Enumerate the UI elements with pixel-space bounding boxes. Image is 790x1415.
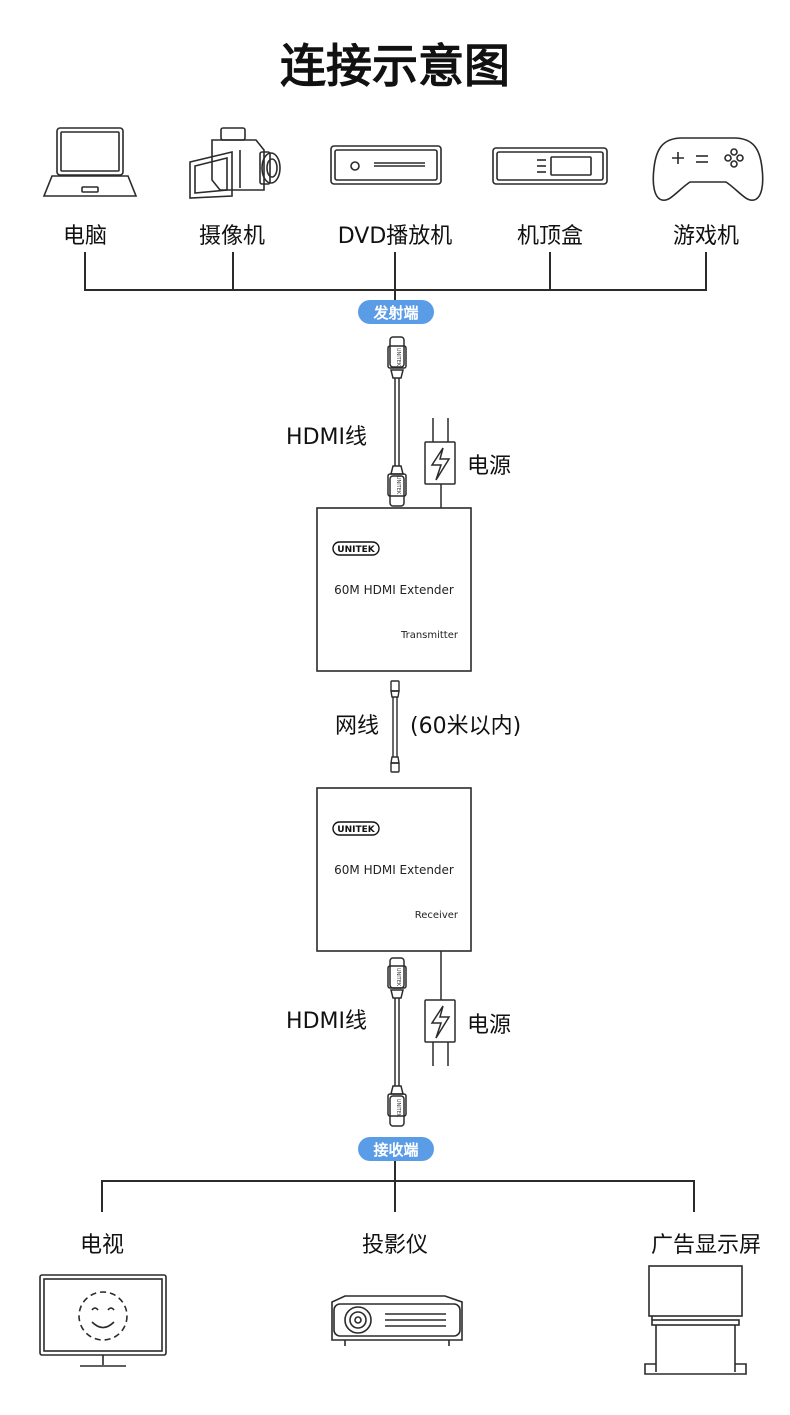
display-label-ad-screen: 广告显示屏 (651, 1233, 761, 1258)
source-label-camcorder: 摄像机 (199, 224, 265, 249)
page-title: 连接示意图 (280, 39, 510, 93)
power-label-top: 电源 (467, 454, 511, 479)
ad-display-icon (644, 1265, 747, 1375)
source-bus-lines (84, 252, 707, 300)
transmitter-box: UNITEK 60M HDMI Extender Transmitter (316, 507, 472, 672)
receiver-badge-label: 接收端 (373, 1141, 418, 1159)
connector-brand-bottom-lower: UNITEK (395, 1099, 401, 1118)
source-label-dvd: DVD播放机 (338, 224, 453, 249)
connector-brand-bottom-upper: UNITEK (395, 968, 401, 987)
projector-icon (331, 1295, 463, 1346)
hdmi-cable-top (387, 336, 407, 507)
network-cable-label: 网线 (335, 714, 379, 739)
connector-brand-top-upper: UNITEK (395, 348, 401, 367)
tv-icon (39, 1274, 167, 1367)
display-bus-lines (101, 1161, 695, 1212)
camcorder-icon (189, 127, 281, 199)
source-label-set-top-box: 机顶盒 (517, 224, 583, 249)
source-label-computer: 电脑 (63, 224, 107, 249)
receiver-role: Receiver (415, 910, 459, 921)
hdmi-cable-label-top: HDMI线 (286, 425, 367, 450)
laptop-icon (42, 127, 138, 197)
source-label-game-console: 游戏机 (673, 224, 739, 249)
display-label-projector: 投影仪 (362, 1233, 428, 1258)
connector-brand-top-lower: UNITEK (395, 476, 401, 495)
transmitter-badge: 发射端 (358, 300, 434, 324)
transmitter-brand: UNITEK (337, 545, 375, 555)
transmitter-model: 60M HDMI Extender (334, 583, 454, 597)
receiver-badge: 接收端 (358, 1137, 434, 1161)
power-adapter-top (424, 418, 456, 510)
power-label-bottom: 电源 (467, 1013, 511, 1038)
hdmi-cable-label-bottom: HDMI线 (286, 1009, 367, 1034)
transmitter-role: Transmitter (400, 630, 459, 641)
set-top-box-icon (492, 147, 608, 185)
power-adapter-bottom (424, 951, 456, 1066)
receiver-box: UNITEK 60M HDMI Extender Receiver (316, 787, 472, 952)
network-distance-label: (60米以内) (410, 714, 521, 739)
receiver-brand: UNITEK (337, 825, 375, 835)
dvd-player-icon (330, 145, 442, 185)
transmitter-badge-label: 发射端 (372, 304, 418, 322)
receiver-model: 60M HDMI Extender (334, 863, 454, 877)
network-cable (390, 680, 400, 773)
game-controller-icon (652, 137, 764, 201)
hdmi-cable-bottom (387, 957, 407, 1127)
display-label-tv: 电视 (80, 1233, 124, 1258)
